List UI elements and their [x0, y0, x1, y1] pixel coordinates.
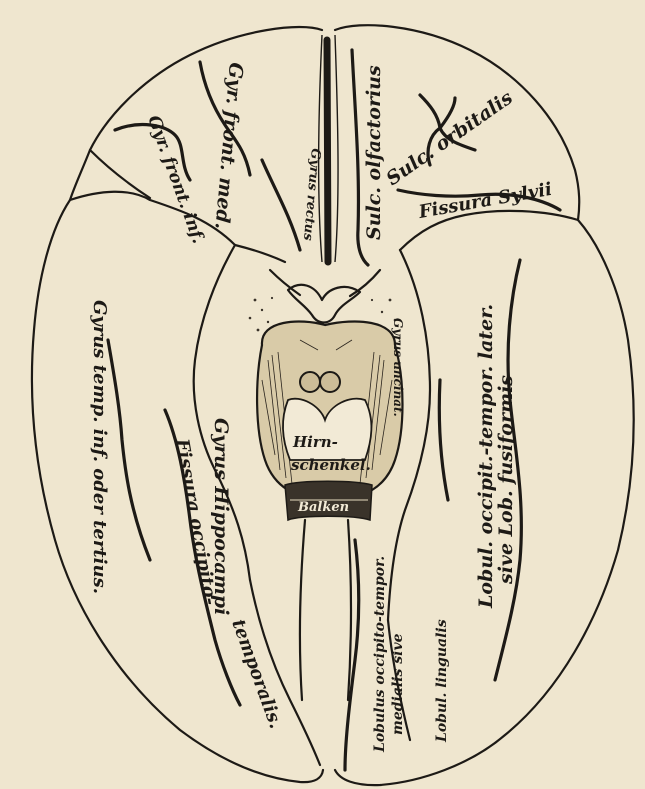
label-medialis-sive: medialis sive — [390, 633, 406, 735]
label-balken: Balken — [297, 500, 349, 515]
label-sulc-olfactorius: Sulc. olfactorius — [363, 65, 385, 240]
right-calcarine-line — [345, 540, 359, 770]
mammillary-body-left — [300, 372, 320, 392]
label-hirn: Hirn- — [292, 433, 338, 451]
label-gyr-front-med: Gyr. front. med. — [210, 62, 247, 231]
label-gyrus-uncinat: Gyrus uncinat. — [391, 318, 405, 417]
label-fissura-sylvii: Fissura Sylvii — [416, 179, 554, 223]
optic-chiasm — [288, 285, 360, 323]
left-sylvian-border — [70, 192, 235, 245]
label-lobulus-occipito-tempor: Lobulus occipito-tempor. — [372, 556, 388, 753]
mammillary-body-right — [320, 372, 340, 392]
label-lobul-occipit-tempor-later: Lobul. occipit.-tempor. later. — [475, 304, 497, 609]
longitudinal-fissure — [327, 40, 328, 262]
label-sive-lob-fusiformis: sive Lob. fusiformis — [495, 375, 517, 585]
left-temp-sulcus — [108, 340, 150, 560]
label-schenkel: schenkel. — [291, 456, 371, 474]
label-gyrus-temp-inf: Gyrus temp. inf. oder tertius. — [89, 300, 110, 594]
label-lobul-lingualis: Lobul. lingualis — [434, 619, 450, 743]
label-gyr-front-inf: Gyr. front. inf. — [143, 113, 208, 246]
label-sulc-orbitalis: Sulc. orbitalis — [382, 86, 517, 190]
